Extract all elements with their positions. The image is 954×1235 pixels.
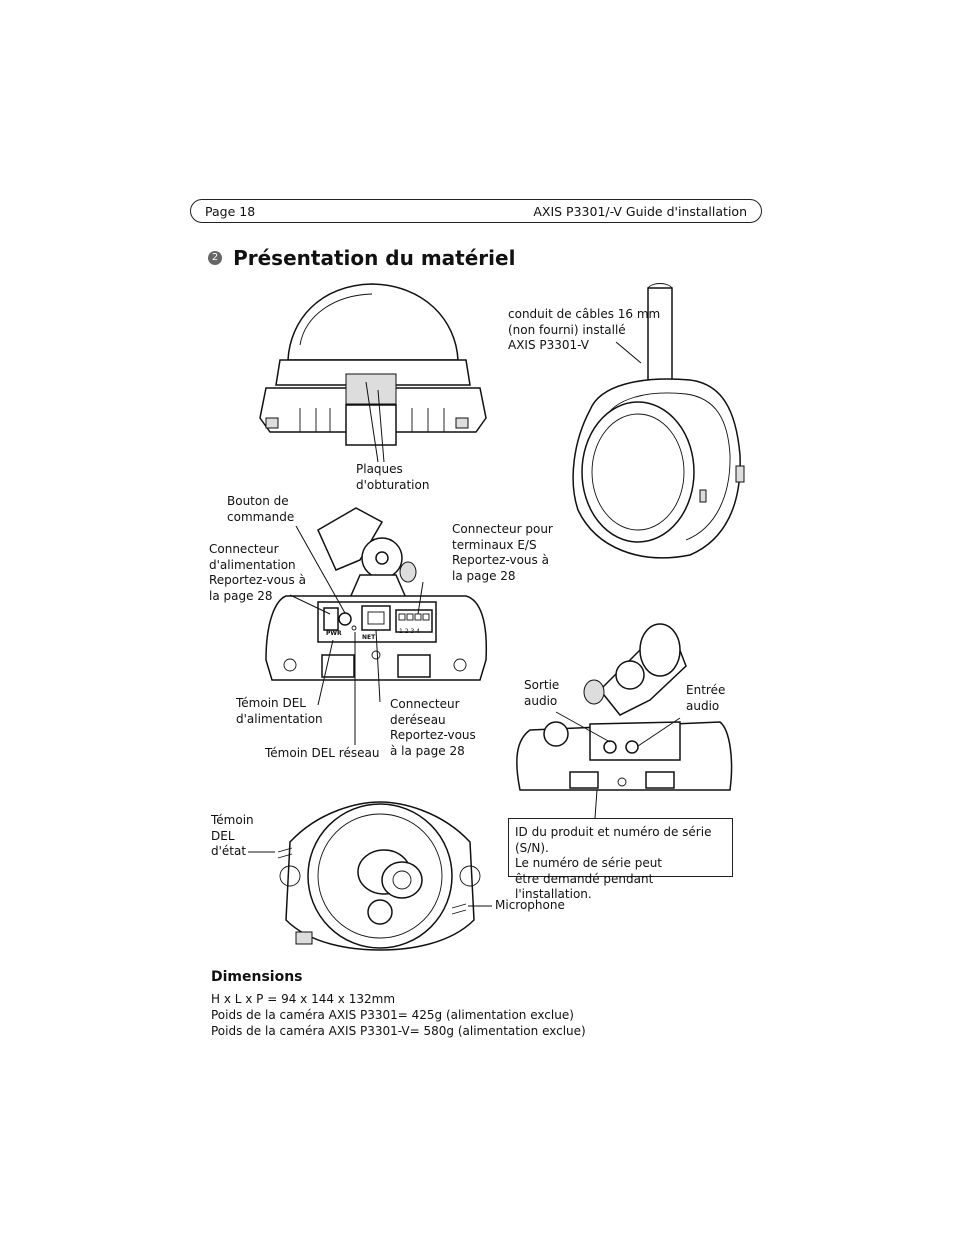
dimensions-heading: Dimensions [211,969,303,985]
page-header: Page 18 AXIS P3301/-V Guide d'installati… [190,199,762,223]
label-connecteur-reseau: Connecteur deréseau Reportez-vous à la p… [390,697,476,758]
section-title-text: Présentation du matériel [233,246,516,270]
rear-connectors-illustration [265,507,488,745]
io-mark: 1 2 3 4 [399,628,420,635]
dome-camera-illustration [259,283,487,463]
label-temoin-alimentation: Témoin DEL d'alimentation [236,696,323,726]
pwr-mark: PWR [326,630,342,637]
label-entree-audio: Entrée audio [686,683,726,713]
label-connecteur-es: Connecteur pour terminaux E/S Reportez-v… [452,522,553,583]
label-temoin-etat: Témoin DEL d'état [211,813,254,858]
label-conduit: conduit de câbles 16 mm (non fourni) ins… [508,307,661,352]
label-sortie-audio: Sortie audio [524,678,560,708]
net-mark: NET [362,634,376,641]
page-number: Page 18 [205,204,256,219]
audio-camera-illustration [516,623,733,819]
section-number-badge: 2 [208,251,222,265]
open-dome-illustration [248,801,492,951]
dimensions-weight-p3301: Poids de la caméra AXIS P3301= 425g (ali… [211,1008,574,1022]
guide-title: AXIS P3301/-V Guide d'installation [533,204,747,219]
dimensions-size: H x L x P = 94 x 144 x 132mm [211,992,396,1006]
label-plaques: Plaques d'obturation [356,462,430,492]
label-temoin-reseau: Témoin DEL réseau [265,746,380,760]
product-id-box: ID du produit et numéro de série (S/N). … [508,818,733,901]
label-microphone: Microphone [495,898,565,912]
section-title: 2 Présentation du matériel [208,246,515,270]
label-connecteur-alimentation: Connecteur d'alimentation Reportez-vous … [209,542,306,603]
dimensions-weight-p3301v: Poids de la caméra AXIS P3301-V= 580g (a… [211,1024,586,1038]
label-bouton: Bouton de commande [227,494,295,524]
conduit-camera-illustration [572,283,745,559]
